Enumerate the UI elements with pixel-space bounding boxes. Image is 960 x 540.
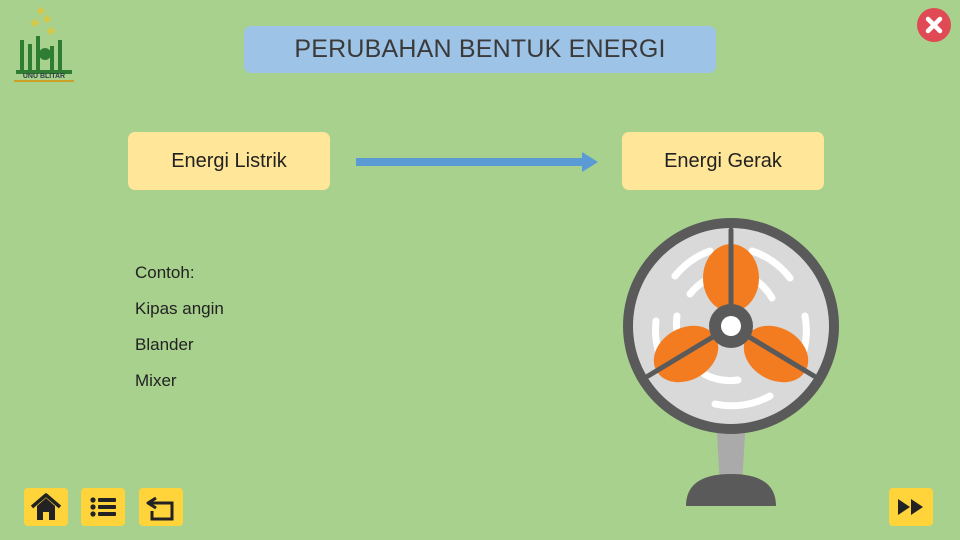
back-button[interactable] (139, 488, 183, 526)
energy-source-label: Energi Listrik (128, 132, 330, 190)
unu-blitar-logo-icon: UNU BLITAR (8, 6, 80, 86)
home-icon (30, 493, 62, 520)
list-menu-icon (90, 497, 116, 517)
list-item: Blander (135, 335, 194, 354)
close-icon (925, 16, 943, 34)
return-icon (146, 496, 174, 521)
logo-text: UNU BLITAR (23, 73, 65, 80)
home-button[interactable] (24, 488, 68, 526)
menu-button[interactable] (81, 488, 125, 526)
page-title: PERUBAHAN BENTUK ENERGI (244, 26, 716, 73)
right-arrow-icon (356, 152, 598, 172)
examples-heading: Contoh: (135, 263, 195, 282)
electric-fan-icon (623, 218, 839, 506)
energy-result-label: Energi Gerak (622, 132, 824, 190)
next-button[interactable] (889, 488, 933, 526)
list-item: Kipas angin (135, 299, 224, 318)
close-button[interactable] (917, 8, 951, 42)
list-item: Mixer (135, 371, 177, 390)
examples-list: Contoh: Kipas angin Blander Mixer (135, 262, 224, 406)
fast-forward-icon (898, 499, 923, 515)
